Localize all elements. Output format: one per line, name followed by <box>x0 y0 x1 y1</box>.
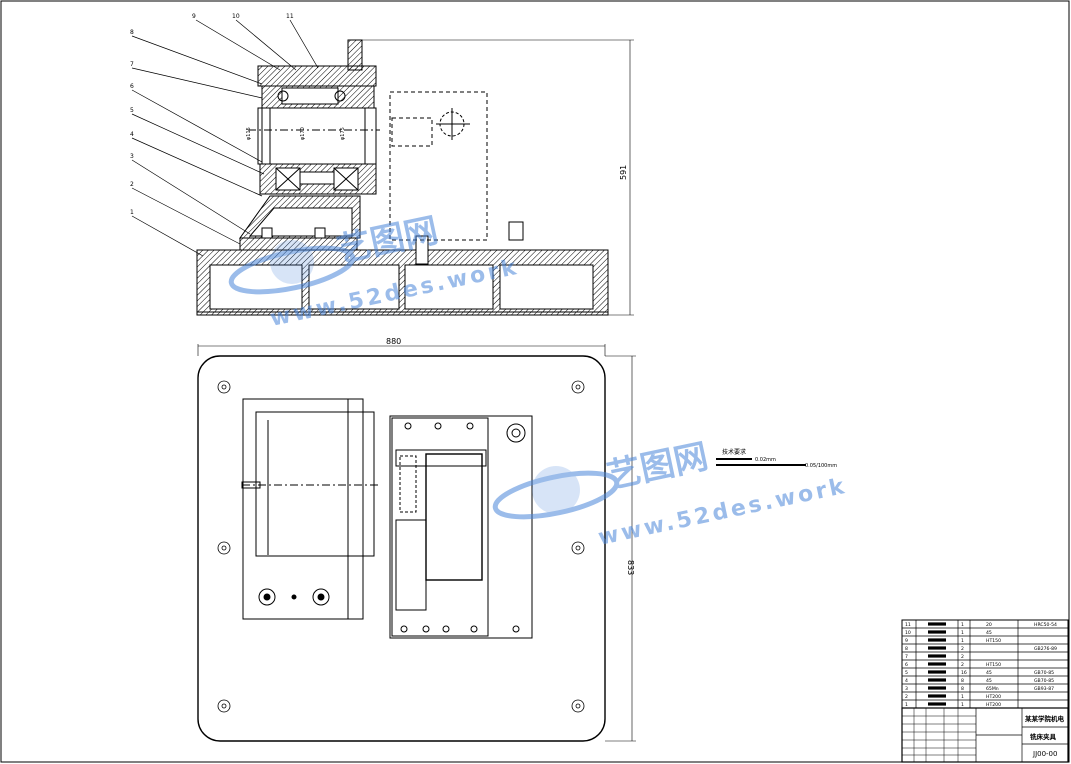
bom-std: GB276-89 <box>1034 646 1057 652</box>
dim-height-plan: 833 <box>626 560 635 575</box>
bom-name-mark <box>928 694 946 698</box>
callout-5: 5 <box>130 107 134 114</box>
bom-name-mark <box>928 638 946 642</box>
tech-note-line2: 0.05/100mm <box>805 463 837 469</box>
bom-qty: 1 <box>961 702 964 708</box>
tech-note-title: 技术要求 <box>722 448 746 456</box>
callout-3: 3 <box>130 153 134 160</box>
bom-qty: 2 <box>961 646 964 652</box>
callout-4: 4 <box>130 131 134 138</box>
bom-qty: 1 <box>961 638 964 644</box>
callout-9: 9 <box>192 13 196 20</box>
bom-table <box>901 619 1069 709</box>
bom-name-mark <box>928 686 946 690</box>
bom-name-mark <box>928 670 946 674</box>
dim-width-plan: 880 <box>386 337 401 346</box>
title-drawing-no: JJ00-00 <box>1032 750 1057 758</box>
bom-material: HT200 <box>986 694 1001 700</box>
bom-qty: 1 <box>961 694 964 700</box>
bom-qty: 8 <box>961 686 964 692</box>
bom-material: 45 <box>986 670 992 676</box>
bom-name-mark <box>928 702 946 706</box>
bom-no: 8 <box>905 646 908 652</box>
bom-qty: 16 <box>961 670 967 676</box>
bom-no: 7 <box>905 654 908 660</box>
shaft-label-3: φ175 <box>340 127 346 140</box>
bom-std: HRC50-54 <box>1034 622 1057 628</box>
bom-no: 2 <box>905 694 908 700</box>
bom-material: 65Mn <box>986 686 999 692</box>
bom-qty: 2 <box>961 662 964 668</box>
bom-name-mark <box>928 678 946 682</box>
callout-1: 1 <box>130 209 134 216</box>
callout-6: 6 <box>130 83 134 90</box>
plan-view <box>197 344 636 742</box>
callout-7: 7 <box>130 61 134 68</box>
bom-material: HT150 <box>986 638 1001 644</box>
bom-no: 6 <box>905 662 908 668</box>
bom-no: 5 <box>905 670 908 676</box>
bom-name-mark <box>928 646 946 650</box>
bom-qty: 1 <box>961 622 964 628</box>
bom-no: 3 <box>905 686 908 692</box>
dim-height-front: 591 <box>619 165 628 180</box>
callout-leaders <box>131 19 319 257</box>
bom-no: 9 <box>905 638 908 644</box>
callout-8: 8 <box>130 29 134 36</box>
shaft-label-1: φ115 <box>246 127 252 140</box>
bom-name-mark <box>928 622 946 626</box>
bom-qty: 1 <box>961 630 964 636</box>
bom-std: GB70-85 <box>1034 678 1054 684</box>
bom-qty: 2 <box>961 654 964 660</box>
bom-material: HT150 <box>986 662 1001 668</box>
tech-note-line1: 0.02mm <box>755 457 776 463</box>
title-company: 某某学院机电 <box>1025 714 1065 723</box>
watermark-brand-bottom: 艺图网 <box>604 436 712 496</box>
watermark-bottom: 艺图网 www.52des.work <box>492 436 849 551</box>
bom-material: 20 <box>986 622 992 628</box>
callout-2: 2 <box>130 181 134 188</box>
front-view <box>196 39 634 316</box>
bom-material: HT200 <box>986 702 1001 708</box>
bom-std: GB93-87 <box>1034 686 1054 692</box>
bom-no: 1 <box>905 702 908 708</box>
bom-no: 4 <box>905 678 908 684</box>
bom-material: 45 <box>986 678 992 684</box>
bom-no: 11 <box>905 622 911 628</box>
tech-note: 技术要求 0.02mm 0.05/100mm <box>716 448 837 469</box>
bom-name-mark <box>928 630 946 634</box>
bom-name-mark <box>928 662 946 666</box>
bom-std: GB70-85 <box>1034 670 1054 676</box>
callout-11: 11 <box>286 13 294 20</box>
callout-10: 10 <box>232 13 240 20</box>
bom-no: 10 <box>905 630 911 636</box>
title-block <box>901 707 1069 763</box>
bom-qty: 8 <box>961 678 964 684</box>
shaft-label-2: φ170 <box>300 127 306 140</box>
title-drawing-name: 铣床夹具 <box>1030 732 1057 741</box>
bom-material: 45 <box>986 630 992 636</box>
bom-name-mark <box>928 654 946 658</box>
